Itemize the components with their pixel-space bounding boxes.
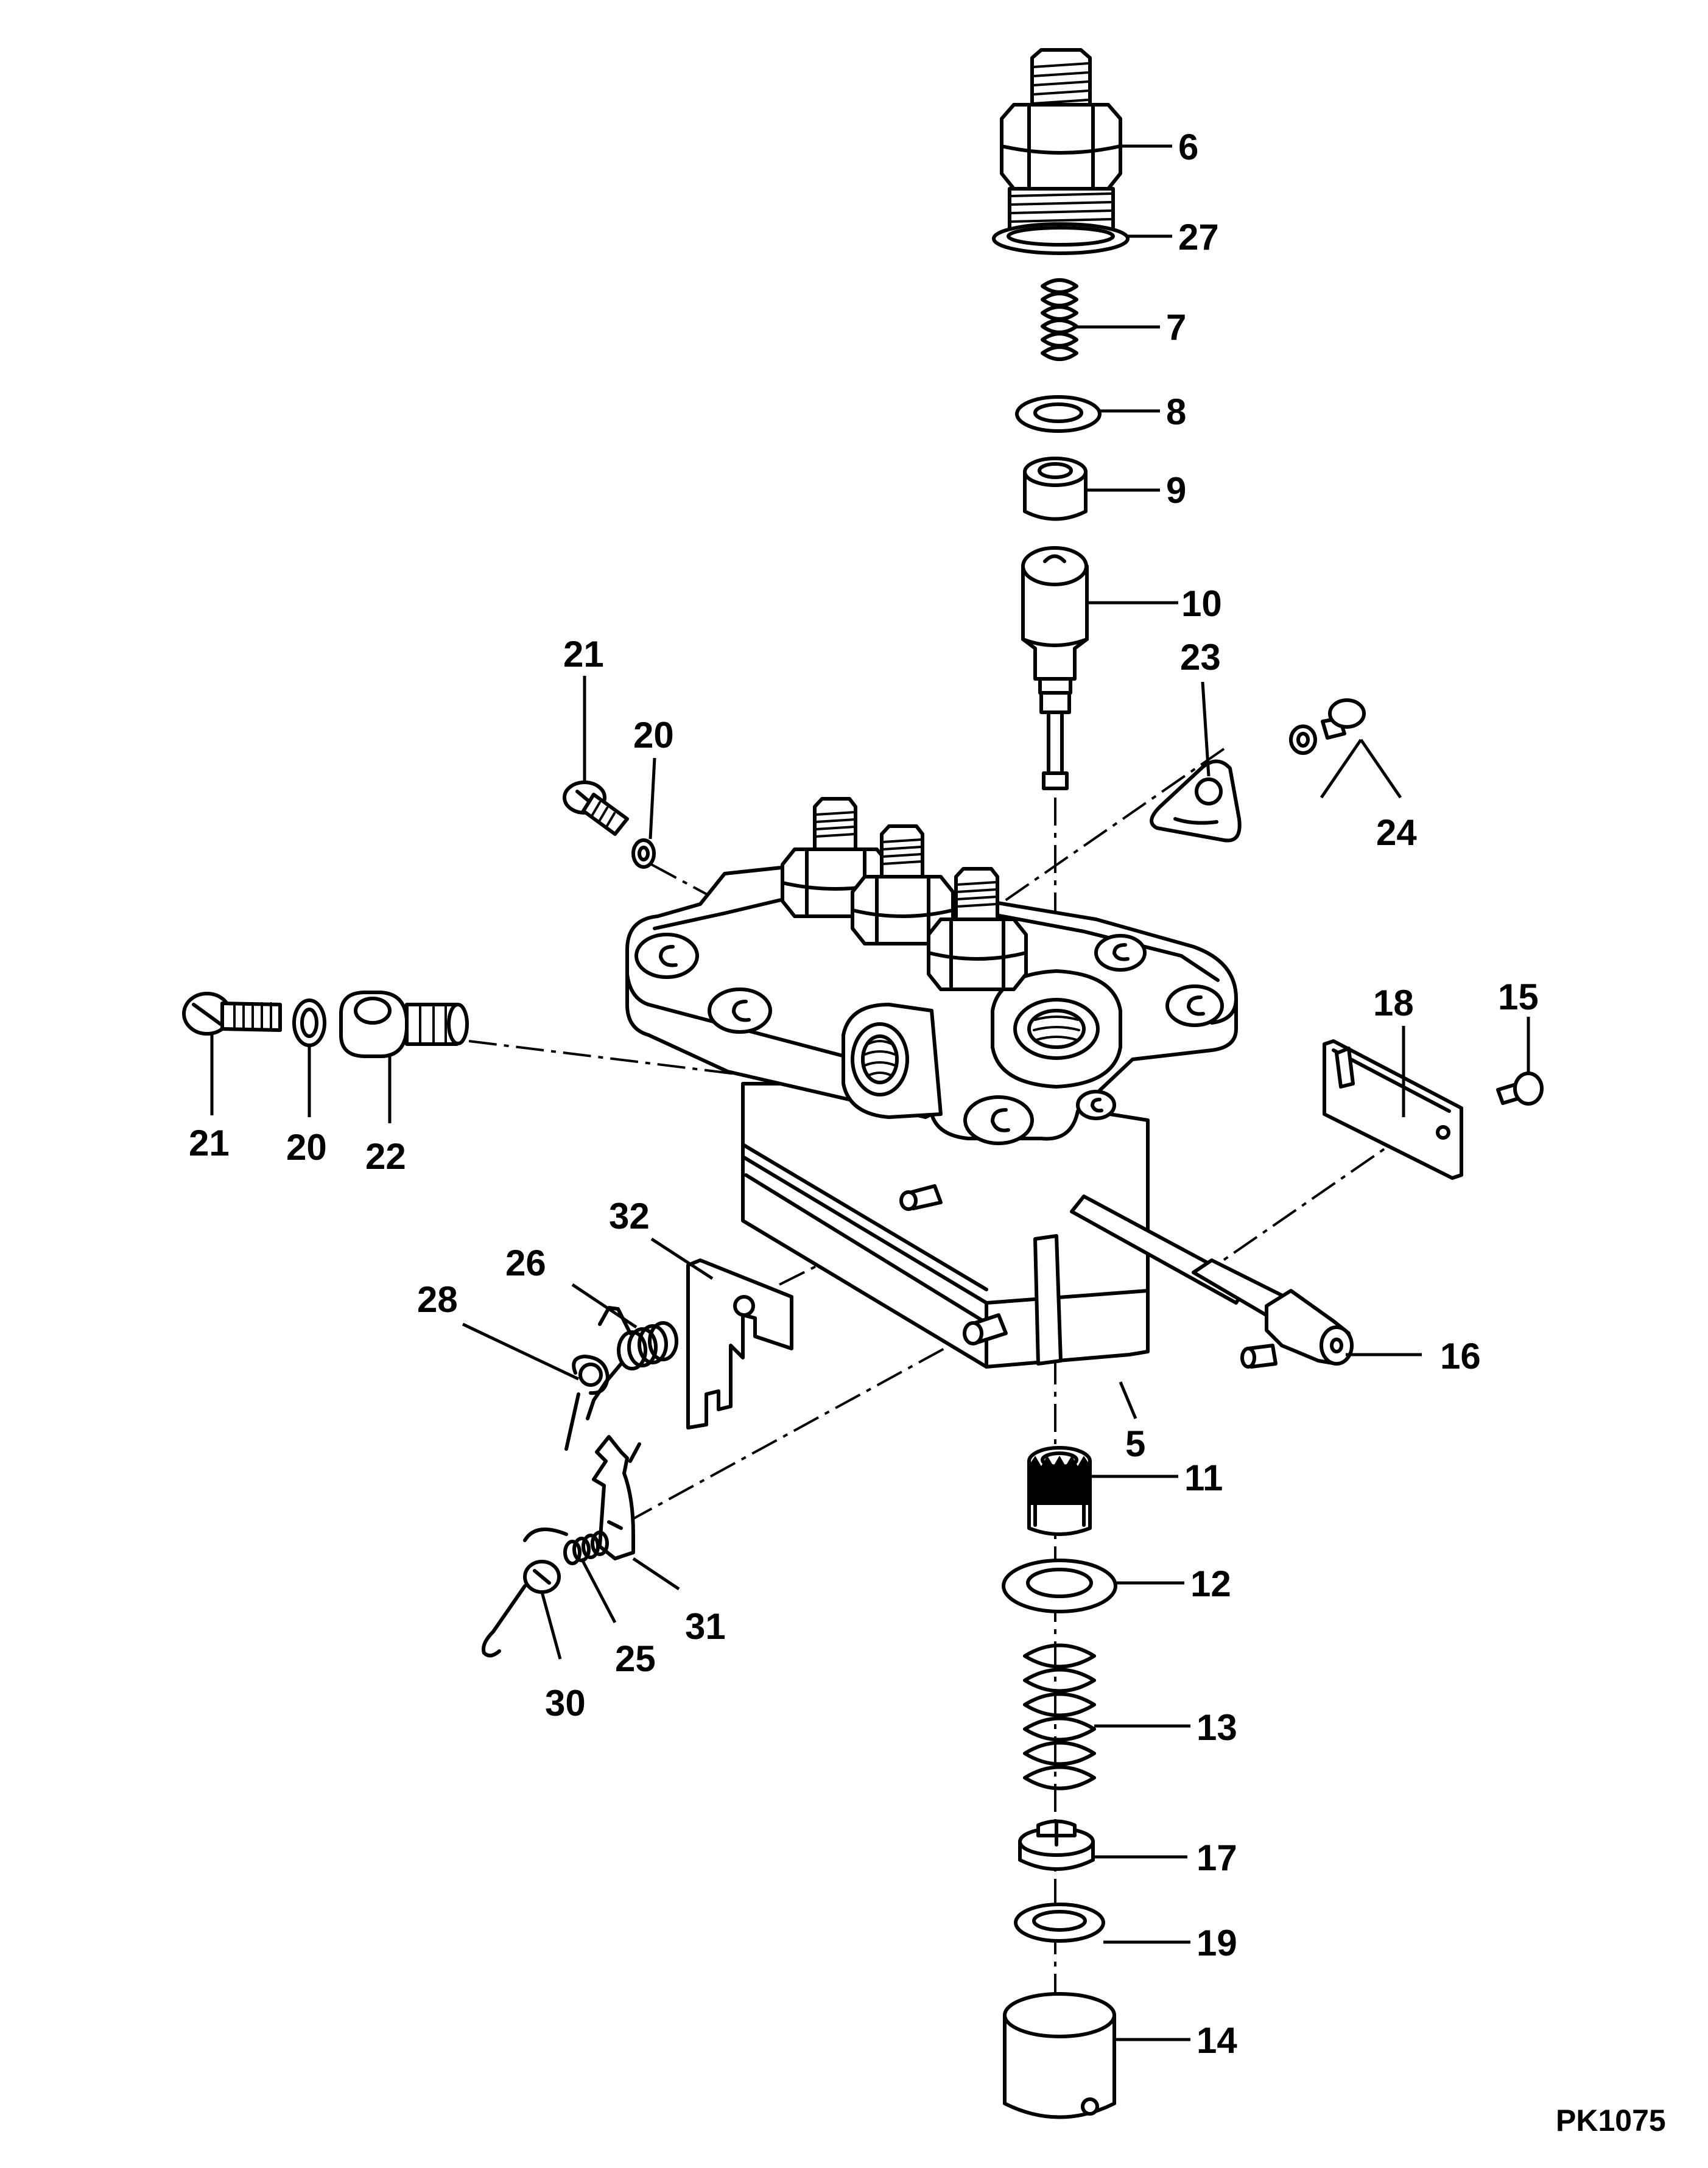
callout-28: 28	[417, 1279, 458, 1320]
part-16-control-rack	[1070, 1195, 1354, 1369]
callout-labels: 6 27 7 8 9 10 21 20 23 24 21 20 22 18 15…	[189, 127, 1539, 2061]
callout-5: 5	[1125, 1423, 1145, 1464]
part-25-spring	[523, 1528, 609, 1565]
part-5-pump-body	[625, 797, 1238, 1369]
callout-25: 25	[615, 1638, 656, 1679]
callout-24: 24	[1376, 812, 1417, 853]
part-27-gasket	[992, 222, 1130, 255]
part-32-bracket	[686, 1258, 793, 1430]
part-21-bleed-screw-top	[563, 781, 629, 836]
callout-15: 15	[1498, 977, 1539, 1017]
part-28-clip	[564, 1355, 610, 1451]
part-8-washer	[1015, 395, 1102, 433]
part-20-washer-left	[292, 998, 326, 1047]
part-30-clip	[482, 1560, 561, 1658]
callout-14: 14	[1197, 2020, 1237, 2061]
part-15-screw	[1496, 1072, 1544, 1106]
part-12-spring-seat	[1002, 1559, 1117, 1613]
callout-12: 12	[1190, 1563, 1231, 1604]
callout-13: 13	[1197, 1707, 1237, 1748]
part-31-lever	[592, 1435, 641, 1560]
callout-21-top: 21	[563, 634, 604, 675]
part-20-washer-top	[631, 838, 656, 869]
part-6-delivery-valve-holder	[1000, 48, 1122, 233]
callout-23: 23	[1180, 637, 1221, 678]
callout-17: 17	[1197, 1837, 1237, 1878]
callout-10: 10	[1181, 583, 1222, 624]
callout-11: 11	[1184, 1458, 1223, 1498]
part-24-screw-washer	[1289, 698, 1366, 755]
callout-6: 6	[1178, 127, 1198, 167]
part-22-banjo-fitting	[339, 991, 469, 1058]
drawing-reference: PK1075	[1556, 2103, 1666, 2138]
callout-22: 22	[365, 1136, 406, 1177]
callout-30: 30	[545, 1683, 586, 1724]
delivery-holder-2	[851, 824, 955, 945]
part-18-plate	[1323, 1039, 1463, 1180]
part-17-lower-seat	[1018, 1819, 1095, 1871]
callout-7: 7	[1166, 307, 1186, 348]
part-11-control-sleeve	[1027, 1446, 1092, 1536]
delivery-holder-3	[927, 867, 1028, 991]
callout-18: 18	[1373, 983, 1414, 1023]
callout-16: 16	[1440, 1336, 1481, 1377]
part-7-spring	[1041, 278, 1078, 361]
callout-19: 19	[1197, 1923, 1237, 1963]
callout-32: 32	[609, 1196, 650, 1237]
part-10-plunger	[1021, 546, 1089, 790]
part-9-valve	[1023, 457, 1088, 521]
callout-31: 31	[685, 1606, 726, 1647]
part-23-cover-plate	[1150, 759, 1242, 843]
callout-8: 8	[1166, 391, 1186, 432]
callout-20-left: 20	[286, 1127, 327, 1168]
part-21-banjo-bolt	[182, 992, 282, 1036]
part-13-plunger-spring	[1023, 1643, 1096, 1791]
callout-26: 26	[505, 1243, 546, 1283]
part-14-tappet	[1003, 1992, 1116, 2119]
part-19-shim	[1014, 1903, 1105, 1943]
callout-20-top: 20	[633, 715, 674, 756]
callout-27: 27	[1178, 217, 1219, 258]
leader-lines	[210, 144, 1530, 2041]
callout-21-left: 21	[189, 1123, 230, 1163]
callout-9: 9	[1166, 470, 1186, 511]
